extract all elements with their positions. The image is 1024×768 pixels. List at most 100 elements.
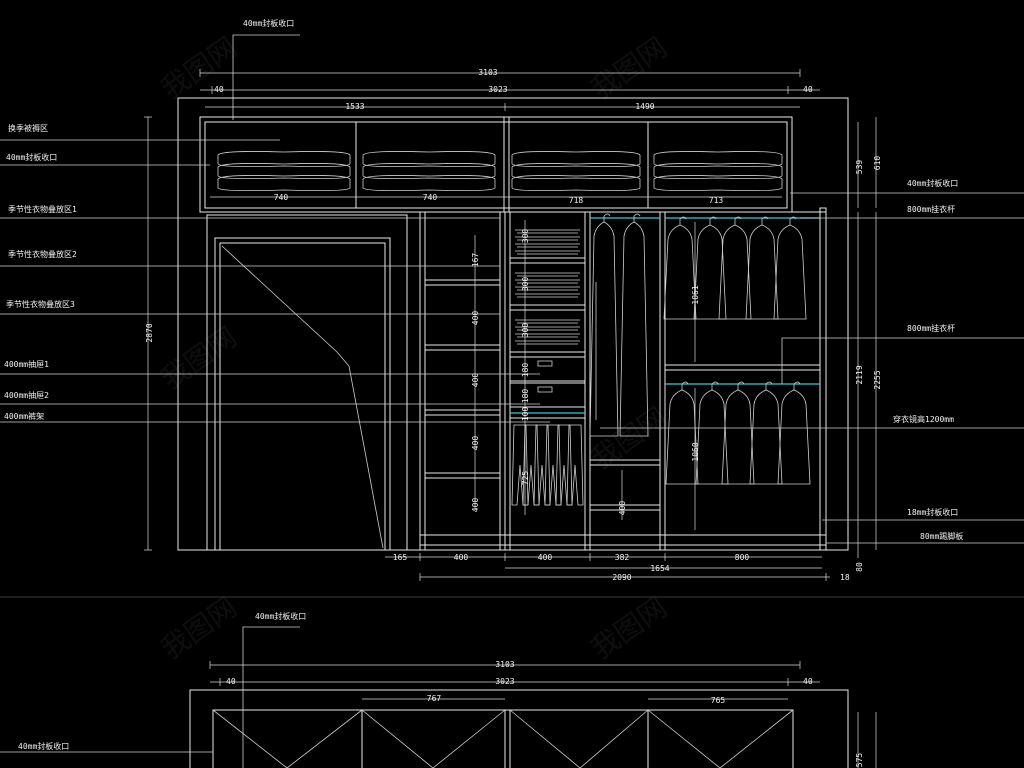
trousers — [522, 424, 540, 506]
right-label-4: 穿衣镜高1200mm — [893, 414, 954, 424]
left-label-3: 季节性衣物叠放区1 — [8, 204, 77, 214]
hanger — [737, 381, 745, 390]
top-cell-dims: 740 740 718 713 — [210, 193, 782, 205]
watermark: 我图网 — [585, 591, 673, 666]
folded-bedding — [217, 175, 351, 192]
right-label-5: 18mm封板收口 — [907, 507, 958, 517]
dim-left-offset: 40 — [214, 85, 224, 94]
long-coat — [589, 221, 619, 437]
watermark-layer: 我图网 我图网 我图网 我图网 我图网 我图网 — [155, 31, 673, 666]
mirror-door — [221, 245, 384, 549]
hanging-shirt — [693, 224, 727, 320]
left-label-4: 季节性衣物叠放区2 — [8, 249, 77, 259]
hanger — [789, 216, 797, 225]
dim-left-total: 2870 — [145, 323, 154, 342]
hanger — [633, 213, 641, 222]
dim-bottom-2: 400 — [454, 553, 469, 562]
left-vertical-dim: 2870 — [144, 116, 154, 551]
dim-bottom-3: 400 — [538, 553, 553, 562]
top-callout-label: 40mm封板收口 — [243, 18, 294, 28]
right-label-3: 800mm挂衣杆 — [907, 323, 955, 333]
dim-drawer-2: 300 — [521, 277, 530, 292]
lower-elevation: 40mm封板收口 3103 3023 40 40 767 765 40mm封板收… — [0, 611, 877, 768]
dim-hang-col3: 725 — [521, 471, 530, 486]
folded-bedding — [511, 151, 641, 168]
lower-dim-overall: 3103 — [495, 660, 514, 669]
hanging-shirt — [718, 224, 752, 320]
dim-bottom-sub: 1654 — [650, 564, 669, 573]
dim-top-outer: 610 — [873, 156, 882, 171]
watermark: 我图网 — [155, 321, 243, 396]
dim-hang-lower: 1060 — [691, 442, 700, 461]
folded-clothes — [515, 279, 580, 284]
right-label-6: 80mm踢脚板 — [920, 531, 963, 541]
hanging-section — [590, 217, 820, 511]
folded-bedding — [362, 175, 496, 192]
dim-right-offset: 40 — [803, 85, 813, 94]
trousers — [511, 424, 529, 506]
watermark: 我图网 — [155, 591, 243, 666]
hanger — [761, 216, 769, 225]
hanger — [734, 216, 742, 225]
dim-top-compartment: 539 — [855, 160, 864, 175]
right-label-1: 40mm封板收口 — [907, 178, 958, 188]
folded-bedding — [511, 163, 641, 180]
trousers — [544, 424, 562, 506]
hanging-shirt — [773, 224, 807, 320]
dim-bottom-5: 800 — [735, 553, 750, 562]
folded-clothes — [515, 286, 580, 291]
hanging-shirt — [663, 224, 697, 320]
dim-inner: 3023 — [488, 85, 507, 94]
hanger — [709, 216, 717, 225]
folded-clothes — [515, 333, 580, 338]
hanger — [679, 216, 687, 225]
folded-clothes — [515, 319, 580, 324]
hanger — [765, 381, 773, 390]
upper-elevation: 40mm封板收口 3103 3023 40 40 1533 1490 — [0, 18, 1024, 582]
dim-top-cell-2: 740 — [423, 193, 438, 202]
lower-top-callout: 40mm封板收口 — [255, 611, 306, 621]
shelf-column-2 — [425, 279, 500, 479]
dim-drawer-3: 300 — [521, 323, 530, 338]
dim-shelf-5: 400 — [471, 498, 480, 513]
left-label-5: 季节性衣物叠放区3 — [6, 299, 75, 309]
dim-left-half: 1533 — [345, 102, 364, 111]
hanging-shirt — [745, 224, 779, 320]
dim-bottom-4: 382 — [615, 553, 630, 562]
dim-bottom-1: 165 — [393, 553, 408, 562]
folded-clothes — [515, 250, 580, 255]
dim-hang-upper: 1061 — [691, 285, 700, 304]
left-label-8: 400mm裤架 — [4, 411, 44, 421]
dim-top-cell-3: 718 — [569, 196, 584, 205]
internal-vertical-dims: 167 400 400 400 400 300 300 300 180 180 … — [471, 220, 700, 530]
left-label-1: 换季被褥区 — [8, 123, 48, 133]
trousers — [566, 424, 584, 506]
dim-shelf-2: 400 — [471, 311, 480, 326]
hanger — [793, 381, 801, 390]
folded-clothes — [515, 326, 580, 331]
dim-drawer-6: 100 — [521, 407, 530, 422]
dim-bottom-total: 2090 — [612, 573, 631, 582]
dim-right-outer: 2255 — [873, 370, 882, 389]
folded-bedding — [217, 163, 351, 180]
lower-dim-left-offset: 40 — [226, 677, 236, 686]
folded-bedding — [511, 175, 641, 192]
folded-bedding — [653, 163, 783, 180]
dim-right-small: 18 — [840, 573, 850, 582]
drawer-column-3 — [509, 257, 586, 419]
folded-clothes — [515, 243, 580, 248]
hanger — [681, 381, 689, 390]
watermark: 我图网 — [585, 31, 673, 106]
hanging-shirt — [721, 389, 755, 485]
lower-dim-vertical: 575 — [855, 753, 864, 768]
dim-right-inner: 2119 — [855, 365, 864, 384]
lower-dim-right-offset: 40 — [803, 677, 813, 686]
dim-drawer-4: 180 — [521, 363, 530, 378]
dim-drawer-1: 300 — [521, 229, 530, 244]
bottom-dimensions: 165 400 400 382 800 1654 2090 18 — [385, 553, 850, 582]
right-vertical-dims: 539 610 2119 2255 80 — [855, 117, 882, 572]
folded-clothes — [515, 293, 580, 298]
dim-top-cell-1: 740 — [274, 193, 289, 202]
hanging-shirt — [749, 389, 783, 485]
top-callout: 40mm封板收口 — [232, 18, 300, 120]
